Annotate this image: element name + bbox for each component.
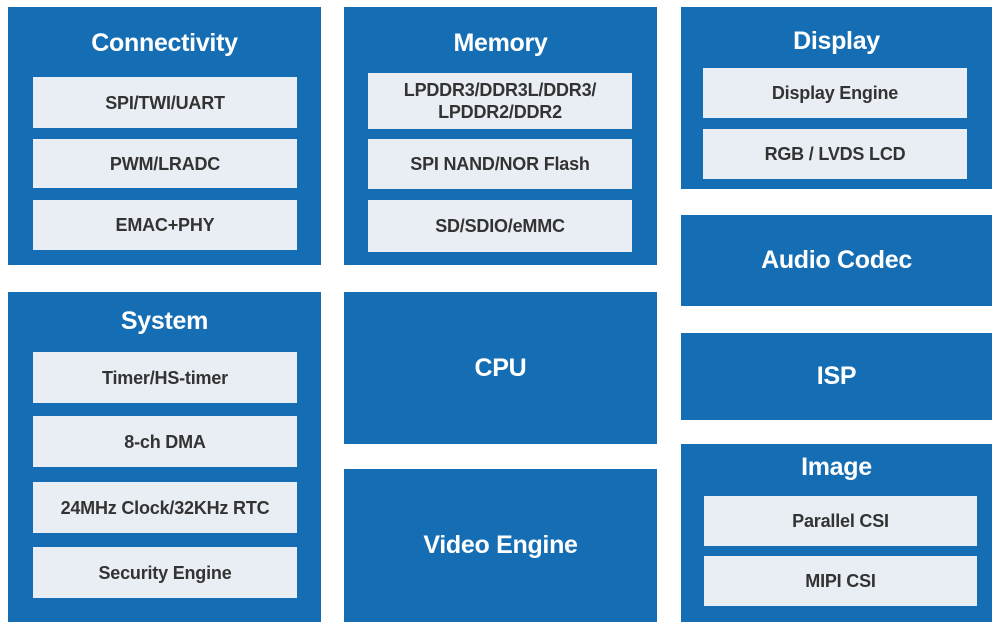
memory-item-sd-sdio-emmc: SD/SDIO/eMMC [368,200,632,252]
isp-block: ISP [681,333,992,420]
connectivity-item-pwm-lradc: PWM/LRADC [33,139,297,188]
cpu-title: CPU [474,353,527,382]
connectivity-item-emac-phy: EMAC+PHY [33,200,297,250]
system-block: System Timer/HS-timer 8-ch DMA 24MHz Clo… [8,292,321,622]
audio-codec-block: Audio Codec [681,215,992,306]
audio-codec-title: Audio Codec [761,246,912,274]
memory-item-ddr: LPDDR3/DDR3L/DDR3/ LPDDR2/DDR2 [368,73,632,129]
display-block: Display Display Engine RGB / LVDS LCD [681,7,992,189]
connectivity-item-spi-twi-uart: SPI/TWI/UART [33,77,297,128]
connectivity-block: Connectivity SPI/TWI/UART PWM/LRADC EMAC… [8,7,321,265]
display-title: Display [793,27,880,55]
cpu-block: CPU [344,292,657,444]
video-engine-title: Video Engine [423,531,578,559]
system-item-security-engine: Security Engine [33,547,297,598]
system-title: System [120,307,209,335]
isp-title: ISP [816,362,857,390]
connectivity-title: Connectivity [91,29,238,57]
display-item-display-engine: Display Engine [703,68,967,118]
memory-block: Memory LPDDR3/DDR3L/DDR3/ LPDDR2/DDR2 SP… [344,7,657,265]
video-engine-block: Video Engine [344,469,657,622]
image-item-parallel-csi: Parallel CSI [704,496,977,546]
system-item-timer: Timer/HS-timer [33,352,297,403]
memory-item-spi-flash: SPI NAND/NOR Flash [368,139,632,189]
image-block: Image Parallel CSI MIPI CSI [681,444,992,622]
memory-title: Memory [453,29,548,57]
system-item-dma: 8-ch DMA [33,416,297,467]
image-title: Image [801,453,872,481]
system-item-clock-rtc: 24MHz Clock/32KHz RTC [33,482,297,533]
image-item-mipi-csi: MIPI CSI [704,556,977,606]
display-item-rgb-lvds-lcd: RGB / LVDS LCD [703,129,967,179]
